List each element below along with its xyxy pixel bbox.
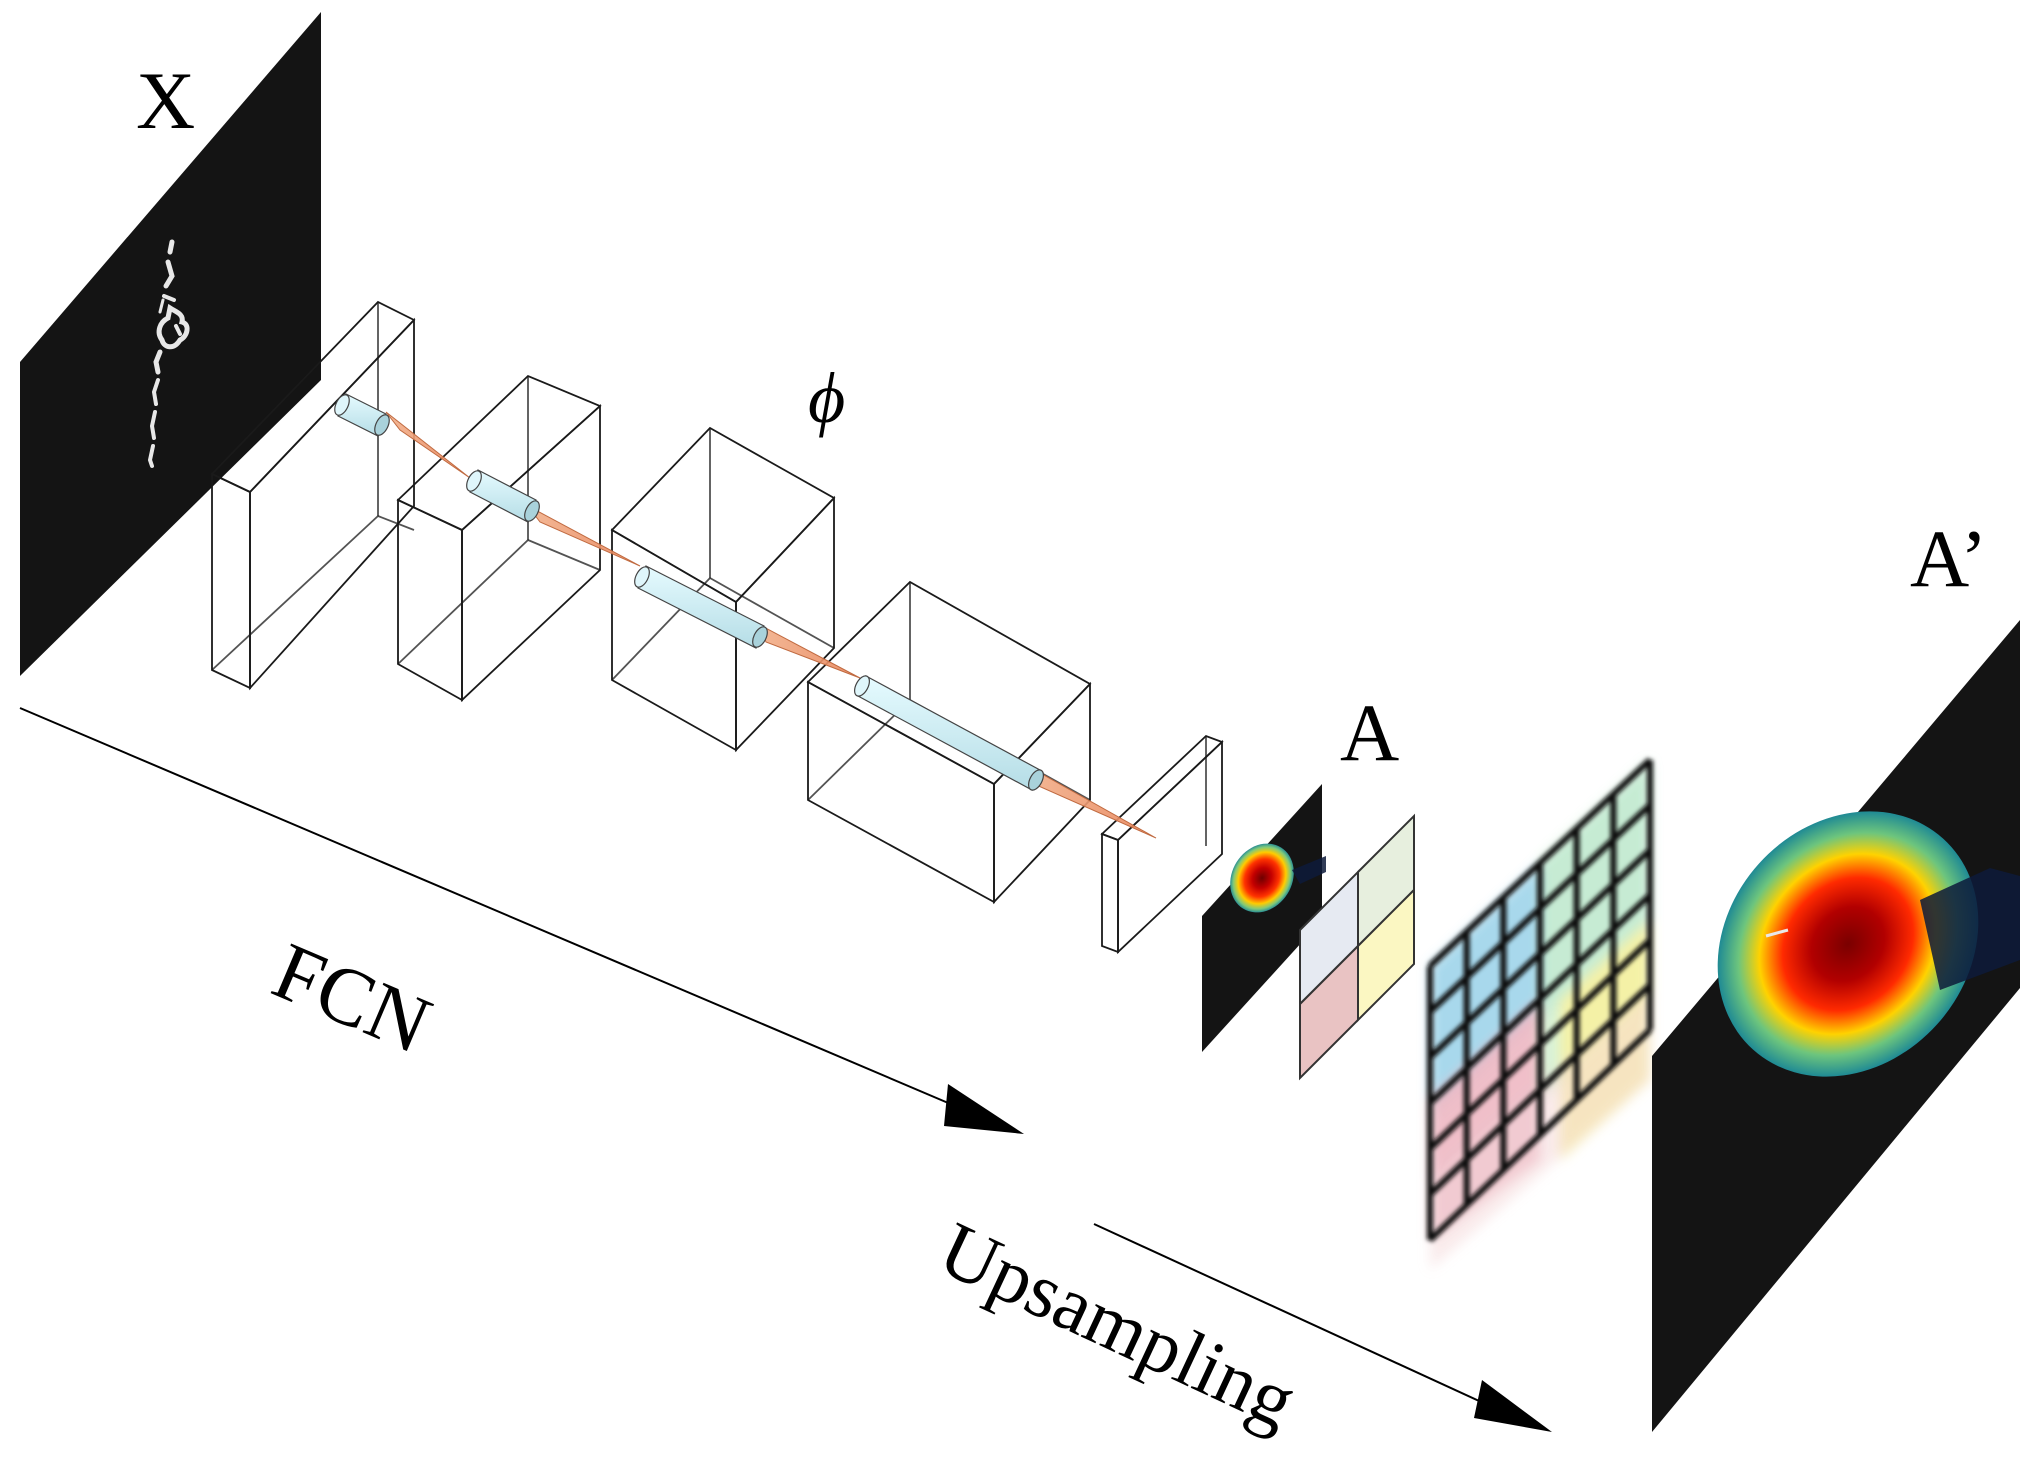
label-output-a-prime: A’	[1910, 513, 1987, 604]
grid-line-slanted	[1427, 1027, 1653, 1243]
input-object-sketch	[147, 239, 190, 468]
output-attention-panel	[1652, 620, 2020, 1432]
upsampling-grid-blurred	[1427, 757, 1653, 1270]
fcn-layer-1	[210, 300, 416, 691]
upsampling-quad-2x2	[1299, 813, 1415, 1081]
fcn-layer-2	[396, 374, 602, 703]
label-fcn: FCN	[261, 925, 443, 1071]
fcn-arrow	[19, 707, 1024, 1134]
fcn-layer-5	[1100, 734, 1224, 955]
attention-map-small	[1202, 784, 1326, 1052]
label-attention-a: A	[1340, 687, 1399, 778]
label-upsampling: Upsampling	[927, 1205, 1309, 1445]
input-image-panel	[20, 12, 321, 676]
upsampling-arrow	[1093, 1223, 1552, 1432]
label-input-x: X	[136, 55, 195, 146]
receptive-field-cones	[385, 411, 1157, 839]
receptive-field-cylinders	[334, 393, 1044, 791]
grid-line-slanted	[1427, 982, 1653, 1197]
label-features-phi: ϕ	[808, 358, 845, 438]
